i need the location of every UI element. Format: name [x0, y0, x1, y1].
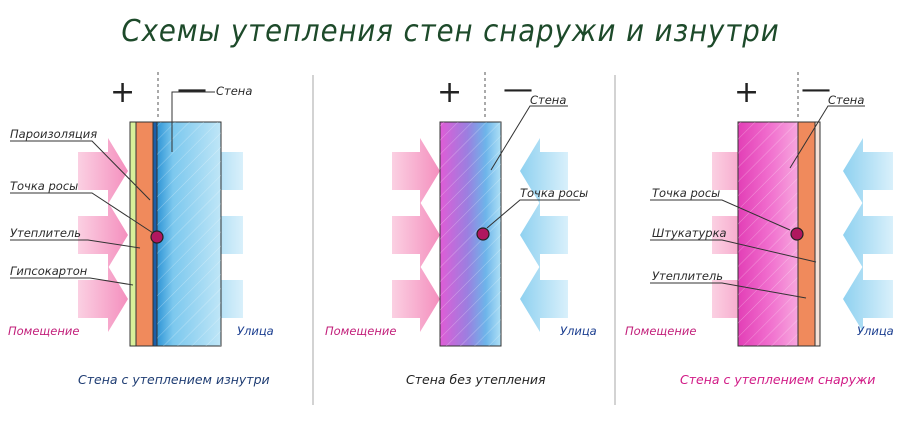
- label-street: Улица: [857, 324, 894, 338]
- drywall-layer: [129, 121, 137, 347]
- dew-point-marker: [476, 227, 490, 241]
- panel-separator: [614, 75, 616, 405]
- minus-sign: —: [801, 72, 831, 107]
- warm-air-arrows: [392, 138, 440, 332]
- plus-sign: +: [734, 75, 759, 110]
- label-room: Помещение: [325, 324, 396, 338]
- label-insulation: Утеплитель: [10, 226, 81, 240]
- caption-inside-insulation: Стена с утеплением изнутри: [78, 372, 270, 387]
- cold-air-arrows: [520, 138, 568, 332]
- plus-sign: +: [437, 75, 462, 110]
- label-street: Улица: [560, 324, 597, 338]
- minus-sign: —: [177, 72, 207, 107]
- panel-no-insulation: + — Стена Точка росы Помещение Улица: [325, 72, 597, 347]
- plaster-layer: [814, 121, 821, 347]
- label-street: Улица: [237, 324, 274, 338]
- label-wall: Стена: [530, 93, 566, 107]
- minus-sign: —: [503, 72, 533, 107]
- insulation-layer: [135, 121, 154, 347]
- panel-outside-insulation: + — Стена Точка росы Штукатурка Утеплите…: [625, 72, 894, 347]
- caption-outside-insulation: Стена с утеплением снаружи: [680, 372, 876, 387]
- warm-air-arrows: [78, 138, 128, 332]
- label-vapor-barrier: Пароизоляция: [10, 127, 97, 141]
- label-dew-point: Точка росы: [520, 186, 588, 200]
- label-room: Помещение: [625, 324, 696, 338]
- panel-separator: [312, 75, 314, 405]
- label-insulation: Утеплитель: [652, 269, 723, 283]
- caption-no-insulation: Стена без утепления: [406, 372, 546, 387]
- label-wall: Стена: [216, 84, 252, 98]
- cold-air-arrows: [843, 138, 893, 332]
- label-room: Помещение: [8, 324, 79, 338]
- label-wall: Стена: [828, 93, 864, 107]
- page-title: Схемы утепления стен снаружи и изнутри: [121, 14, 780, 49]
- plus-sign: +: [110, 75, 135, 110]
- label-drywall: Гипсокартон: [10, 264, 88, 278]
- label-dew-point: Точка росы: [652, 186, 720, 200]
- panel-inside-insulation: + — Стена Пароизоляци: [8, 72, 274, 347]
- dew-point-marker: [150, 230, 164, 244]
- dew-point-marker: [790, 227, 804, 241]
- label-plaster: Штукатурка: [652, 226, 727, 240]
- label-dew-point: Точка росы: [10, 179, 78, 193]
